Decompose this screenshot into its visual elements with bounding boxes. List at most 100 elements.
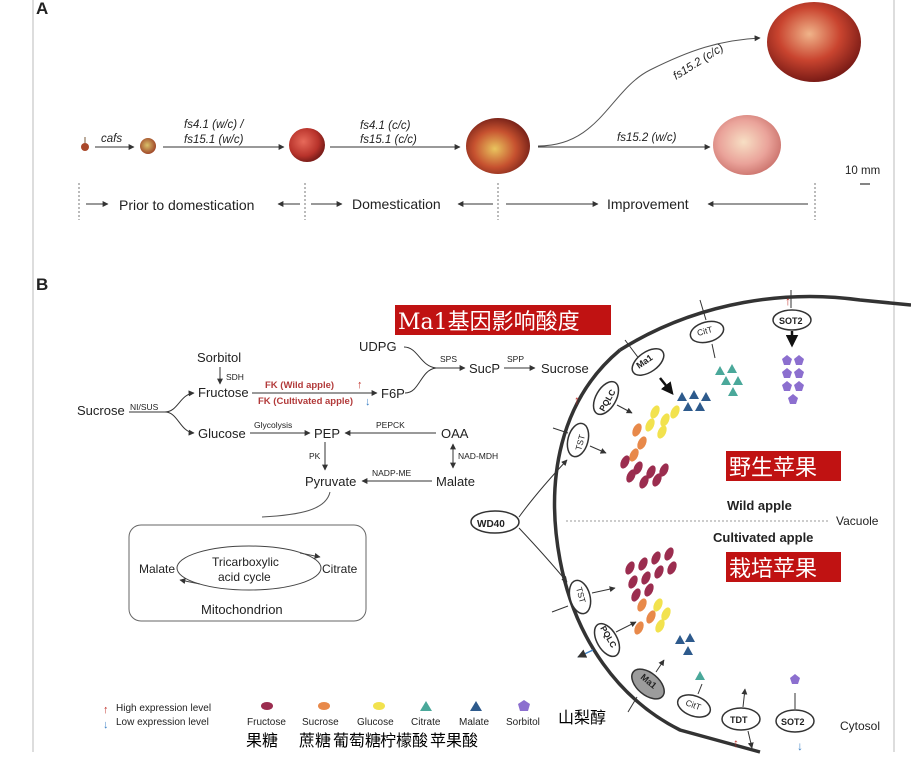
glyph-fructose [659,463,669,477]
enzyme-pk: PK [309,451,321,461]
tca-citrate: Citrate [322,562,358,576]
transporter-ma1-bottom [631,668,665,700]
glyph-sorbitol [788,394,798,404]
legend-swatch-malate [470,701,482,711]
cn-sorbitol: 山梨醇 [558,708,606,727]
apple-improved-pink [713,115,781,175]
enzyme-sps: SPS [440,354,457,364]
metabolite-f6p: F6P [381,386,405,401]
cn-citrate: 柠檬酸 [380,731,428,750]
metabolite-sucrose-right: Sucrose [541,361,589,376]
sot2-bottom-down-arrow: ↓ [797,739,803,753]
overlay-title: Ma1基因影响酸度 [398,310,580,335]
stem-tst-top [552,427,569,434]
legend-swatch-citrate [420,701,432,711]
metabolite-udpg: UDPG [359,339,397,354]
glyph-sucrose [634,621,644,635]
stem-citt-bottom [697,683,703,695]
transporter-sot2-top [772,309,812,331]
legend-sucrose: Sucrose [302,717,339,728]
glyph-citrate [695,671,705,680]
cn-sucrose: 蔗糖 [299,731,331,750]
stem-ma1-top [624,339,641,361]
glyph-malate [695,402,705,411]
panel-a-label: A [36,0,48,18]
pqlc-bottom-down-arrow [577,649,594,658]
gene-step3-line2: fs15.1 (c/c) [360,134,417,146]
legend-high: High expression level [116,703,211,714]
overlay-title-bg [395,305,611,335]
label-cultivated-cn: 栽培苹果 [729,557,817,582]
legend-fructose: Fructose [247,717,286,728]
glyph-sucrose [629,448,639,462]
gene-step3-line1: fs4.1 (c/c) [360,120,411,132]
transporter-citt-top [689,320,725,344]
label-wild-cn: 野生苹果 [729,456,817,481]
label-mitochondrion: Mitochondrion [201,602,283,617]
arrow-wd40-tst-bottom [518,527,568,583]
legend-swatch-fructose [261,702,273,710]
glyph-fructose [625,561,635,575]
tca-title-line2: acid cycle [218,570,271,584]
arrow-to-fructose [164,390,195,413]
label-cultivated-apple: Cultivated apple [713,530,813,545]
glyph-glucose [657,425,667,439]
metabolite-fructose: Fructose [198,385,249,400]
stage-prior: Prior to domestication [119,197,254,213]
stage-improvement: Improvement [607,196,689,212]
glyph-fructose [664,547,674,561]
arrow-pqlc-bottom [615,621,637,633]
transporter-ma1-top [631,348,665,376]
glyph-sorbitol [782,355,792,365]
fk-cultivated-down-arrow: ↓ [365,396,371,408]
glyph-glucose [661,607,671,621]
cultivated-cn-bg [726,552,841,582]
metabolite-pyruvate: Pyruvate [305,474,356,489]
transporter-tst-bottom [568,579,592,615]
glyph-fructose [652,473,662,487]
arrow-pqlc-top [616,404,633,414]
arrow-to-glucose [164,411,195,436]
gene-branch-up: fs15.2 (c/c) [671,42,726,82]
legend-sorbitol: Sorbitol [506,717,540,728]
glyph-glucose [645,418,655,432]
cn-malate: 苹果酸 [430,731,478,750]
glyph-fructose [633,461,643,475]
legend-swatch-glucose [373,702,385,710]
legend-glucose: Glucose [357,717,394,728]
metabolite-malate: Malate [436,474,475,489]
glyph-fructose [644,583,654,597]
enzyme-nadp-me: NADP-ME [372,468,412,478]
stem-tst-bottom [551,605,569,613]
cn-glucose: 葡萄糖 [333,731,381,750]
gene-step2-line2: fs15.1 (w/c) [184,134,244,146]
glyph-fructose [639,475,649,489]
glyph-malate [677,392,687,401]
legend-items: Fructose Sucrose Glucose Citrate Malate … [247,700,540,728]
legend-low-arrow: ↓ [103,719,109,731]
glyph-sorbitol [790,674,800,684]
glyph-citrate [733,376,743,385]
glyph-malate [683,402,693,411]
legend-swatch-sorbitol [518,700,530,711]
wild-cn-bg [726,451,841,481]
sot2-top-up-arrow: ↑ [785,294,791,308]
fk-wild-up-arrow: ↑ [357,379,363,391]
metabolite-sucrose-left: Sucrose [77,403,125,418]
label-tst-top: TST [573,433,587,451]
label-vacuole: Vacuole [836,514,879,528]
glyph-glucose [670,405,680,419]
glyph-citrate [721,376,731,385]
label-cytosol: Cytosol [840,719,880,733]
glyph-malate [683,646,693,655]
enzyme-fk-cultivated: FK (Cultivated apple) [258,396,353,407]
glyph-sorbitol [782,368,792,378]
glyph-sucrose [632,423,642,437]
glyph-sorbitol [794,355,804,365]
glyph-fructose [646,465,656,479]
legend-malate: Malate [459,717,489,728]
glyph-fructose [651,551,661,565]
transporter-sot2-bottom [775,709,815,733]
glyph-sucrose [637,598,647,612]
